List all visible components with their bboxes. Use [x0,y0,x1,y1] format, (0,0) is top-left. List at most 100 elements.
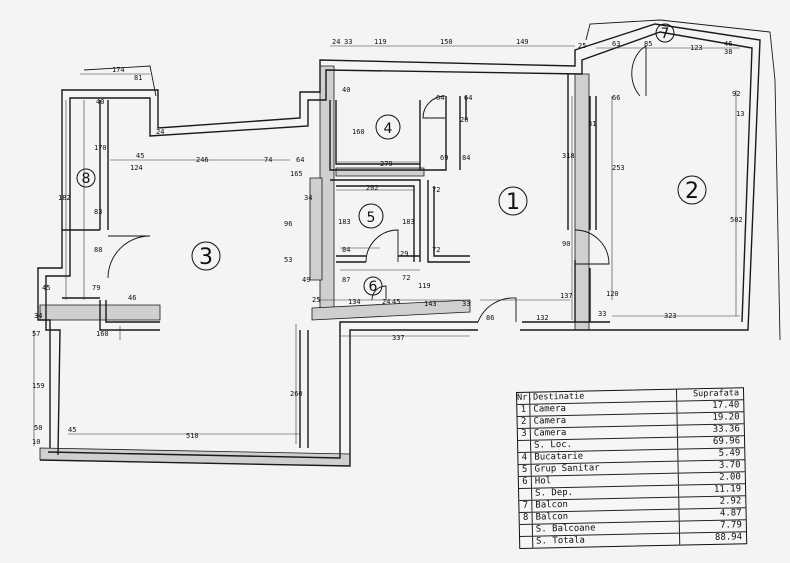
outer-walls [37,19,781,467]
legend-row-nr: 3 [517,428,532,440]
dim-label: 69 [440,154,448,162]
dim-label: 159 [32,382,45,390]
legend-row-area: 5.49 [718,448,741,459]
dim-label: 33 [344,38,352,46]
room-2-label: 2 [685,179,699,204]
dim-label: 170 [94,144,107,152]
room-7-label: 7 [661,26,670,42]
room-2-circle [677,175,707,205]
legend-row-area: 33.36 [712,424,740,435]
legend-row-nr: 7 [519,500,533,512]
legend-row-destination: S. Totala [533,533,681,548]
legend-row-area: 88.94 [714,532,743,543]
legend-row-nr: 2 [517,416,531,428]
dim-label: 45 [392,298,400,306]
dimension-lines [33,45,740,446]
legend-row-nr [520,536,534,548]
room-markers: 1 2 3 4 5 6 7 8 [76,23,707,296]
dim-label: 323 [664,312,677,320]
dim-label: 174 [112,66,125,74]
legend-row-nr [518,440,532,452]
legend-row-nr: 1 [517,404,531,416]
room-5-circle [358,203,384,229]
room-7-circle [655,23,675,43]
room-6-label: 6 [369,279,378,295]
dim-label: 119 [374,38,387,46]
dim-label: 29 [400,250,408,258]
dim-label: 87 [342,276,350,284]
legend-row-nr: 5 [518,464,532,476]
dim-label: 40 [96,98,104,106]
dim-label: 34 [304,194,312,202]
legend-row-area: 7.79 [720,520,742,531]
dim-label: 10 [32,438,40,446]
dimension-labels: 24 33 119 150 149 63 85 123 46 38 25 174… [32,38,744,446]
dim-label: 74 [264,156,272,164]
legend-row-area: 17.40 [712,400,740,411]
room-5-label: 5 [367,210,376,226]
dim-label: 86 [486,314,494,322]
dim-label: 84 [342,246,350,254]
dim-label: 90 [562,240,570,248]
dim-label: 318 [562,152,575,160]
legend-row-area: 4.87 [719,508,742,519]
hatched-walls [39,65,590,467]
interior-walls [62,74,597,448]
legend-row-nr: 8 [519,512,533,524]
dim-label: 79 [92,284,100,292]
room-3-label: 3 [199,245,213,270]
dim-label: 92 [732,90,740,98]
dim-label: 24 [382,298,390,306]
room-1-label: 1 [506,190,520,215]
dim-label: 57 [32,330,40,338]
dim-label: 120 [606,290,619,298]
dim-label: 160 [352,128,365,136]
room-3-circle [191,241,221,271]
dim-label: 72 [402,274,410,282]
dim-label: 50 [34,424,42,432]
dim-label: 183 [338,218,351,226]
dim-label: 31 [588,120,596,128]
dim-label: 40 [342,86,350,94]
legend-header-area: Suprafata [692,388,740,400]
room-8-circle [76,168,96,188]
legend-row-area: 19.20 [712,412,740,423]
dim-label: 46 [128,294,136,302]
dim-label: 260 [290,390,303,398]
dim-label: 279 [380,160,393,168]
room-8-label: 8 [82,171,91,187]
dim-label: 84 [462,154,470,162]
dim-label: 510 [186,432,199,440]
dim-label: 202 [366,184,379,192]
dim-label: 34 [34,312,42,320]
dim-label: 64 [436,94,444,102]
dim-label: 45 [136,152,144,160]
dim-label: 85 [644,40,652,48]
legend-row-area: 2.00 [719,472,741,483]
dim-label: 66 [612,94,620,102]
dim-label: 25 [578,42,586,50]
dim-label: 502 [730,216,743,224]
dim-label: 64 [464,94,472,102]
dim-label: 119 [418,282,431,290]
dim-label: 143 [424,300,437,308]
dim-label: 45 [68,426,76,434]
dim-label: 53 [284,256,292,264]
dim-label: 124 [130,164,143,172]
dim-label: 134 [348,298,361,306]
dim-label: 33 [598,310,606,318]
dim-label: 83 [94,208,102,216]
dim-label: 149 [516,38,529,46]
room-1-circle [498,186,528,216]
dim-label: 64 [296,156,304,164]
dim-label: 182 [58,194,71,202]
dim-label: 88 [94,246,102,254]
room-4-label: 4 [384,121,393,137]
dim-label: 46 [724,40,732,48]
dim-label: 13 [736,110,744,118]
legend-row-area: 11.19 [713,484,742,495]
legend-row-area: 3.70 [718,460,741,471]
dim-label: 165 [290,170,303,178]
